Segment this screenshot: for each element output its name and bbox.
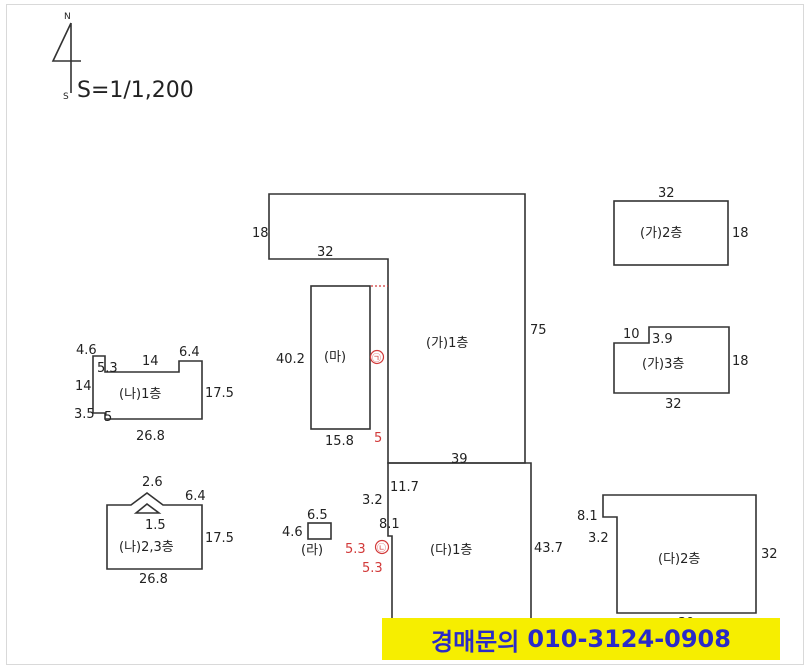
ra-label: (라)	[301, 543, 323, 558]
marker-circle-2	[374, 539, 390, 555]
ga1-label: (가)1층	[426, 336, 468, 351]
ga3-dim-10: 10	[623, 327, 640, 342]
building-ga2-outline	[613, 200, 729, 266]
na1-dim-26-8: 26.8	[136, 429, 165, 444]
da1-dim-3-2: 3.2	[362, 493, 383, 508]
ga3-dim-3-9: 3.9	[652, 332, 673, 347]
marker-2-text: ㉡	[377, 543, 386, 554]
ga1-dim-18: 18	[252, 226, 269, 241]
da1-dim-43-7: 43.7	[534, 541, 563, 556]
ga1-dim-32: 32	[317, 245, 334, 260]
na1-dim-3-5: 3.5	[74, 407, 95, 422]
ga1-dim-11-7: 11.7	[390, 480, 419, 495]
ra-dim-4-6: 4.6	[282, 525, 303, 540]
building-ra-outline	[307, 522, 332, 540]
na1-dim-5: 5	[104, 410, 112, 425]
na23-dim-26-8: 26.8	[139, 572, 168, 587]
na1-label: (나)1층	[119, 387, 161, 402]
na1-dim-6-4: 6.4	[179, 345, 200, 360]
na23-inner-notch	[133, 502, 162, 514]
marker-1-text: ㉠	[372, 353, 381, 364]
ga1-dim-75: 75	[530, 323, 547, 338]
da1-label: (다)1층	[430, 543, 472, 558]
drawing-frame: N S S=1/1,200 (가)1층 18 32 75 39 11.7 (가)…	[6, 4, 804, 665]
marker-dim-5-3-b: 5.3	[362, 561, 383, 576]
ga2-label: (가)2층	[640, 226, 682, 241]
ga2-dim-32: 32	[658, 186, 675, 201]
ga3-dim-18: 18	[732, 354, 749, 369]
compass-north-label: N	[64, 12, 71, 22]
na23-dim-1-5: 1.5	[145, 518, 166, 533]
na23-dim-2-6: 2.6	[142, 475, 163, 490]
na23-dim-6-4: 6.4	[185, 489, 206, 504]
ma-dim-15-8: 15.8	[325, 434, 354, 449]
building-na1-outline	[92, 355, 203, 420]
banner-label: 경매문의	[431, 627, 520, 656]
site-plan: N S S=1/1,200 (가)1층 18 32 75 39 11.7 (가)…	[51, 12, 778, 631]
da2-label: (다)2층	[658, 552, 700, 567]
na23-label: (나)2,3층	[119, 540, 174, 555]
ga2-dim-18: 18	[732, 226, 749, 241]
na1-dim-17-5: 17.5	[205, 386, 234, 401]
na1-dim-14-left: 14	[75, 379, 92, 394]
scale-text: S=1/1,200	[77, 78, 194, 103]
building-na23-outline	[106, 492, 203, 570]
da1-dim-8-1: 8.1	[379, 517, 400, 532]
da2-dim-8-1: 8.1	[577, 509, 598, 524]
marker-dim-5: 5	[374, 431, 382, 446]
na1-dim-4-6: 4.6	[76, 343, 97, 358]
contact-banner: 경매문의 010-3124-0908	[382, 618, 780, 660]
marker-dim-5-3-a: 5.3	[345, 542, 366, 557]
compass-south-label: S	[63, 92, 69, 102]
na1-dim-14-top: 14	[142, 354, 159, 369]
building-da2-outline	[602, 494, 757, 614]
ga3-label: (가)3층	[642, 357, 684, 372]
building-ga3-outline	[613, 326, 730, 394]
banner-phone: 010-3124-0908	[527, 625, 731, 653]
na23-dim-17-5: 17.5	[205, 531, 234, 546]
ra-dim-6-5: 6.5	[307, 508, 328, 523]
ma-label: (마)	[324, 350, 346, 365]
ga3-dim-32: 32	[665, 397, 682, 412]
marker-circle-1	[369, 349, 385, 365]
da2-dim-3-2: 3.2	[588, 531, 609, 546]
da2-dim-32: 32	[761, 547, 778, 562]
ga1-dim-39: 39	[451, 452, 468, 467]
ma-dim-40-2: 40.2	[276, 352, 305, 367]
compass-icon	[51, 22, 81, 93]
building-ga1-outline	[268, 193, 526, 464]
na1-dim-5-3: 5.3	[97, 361, 118, 376]
